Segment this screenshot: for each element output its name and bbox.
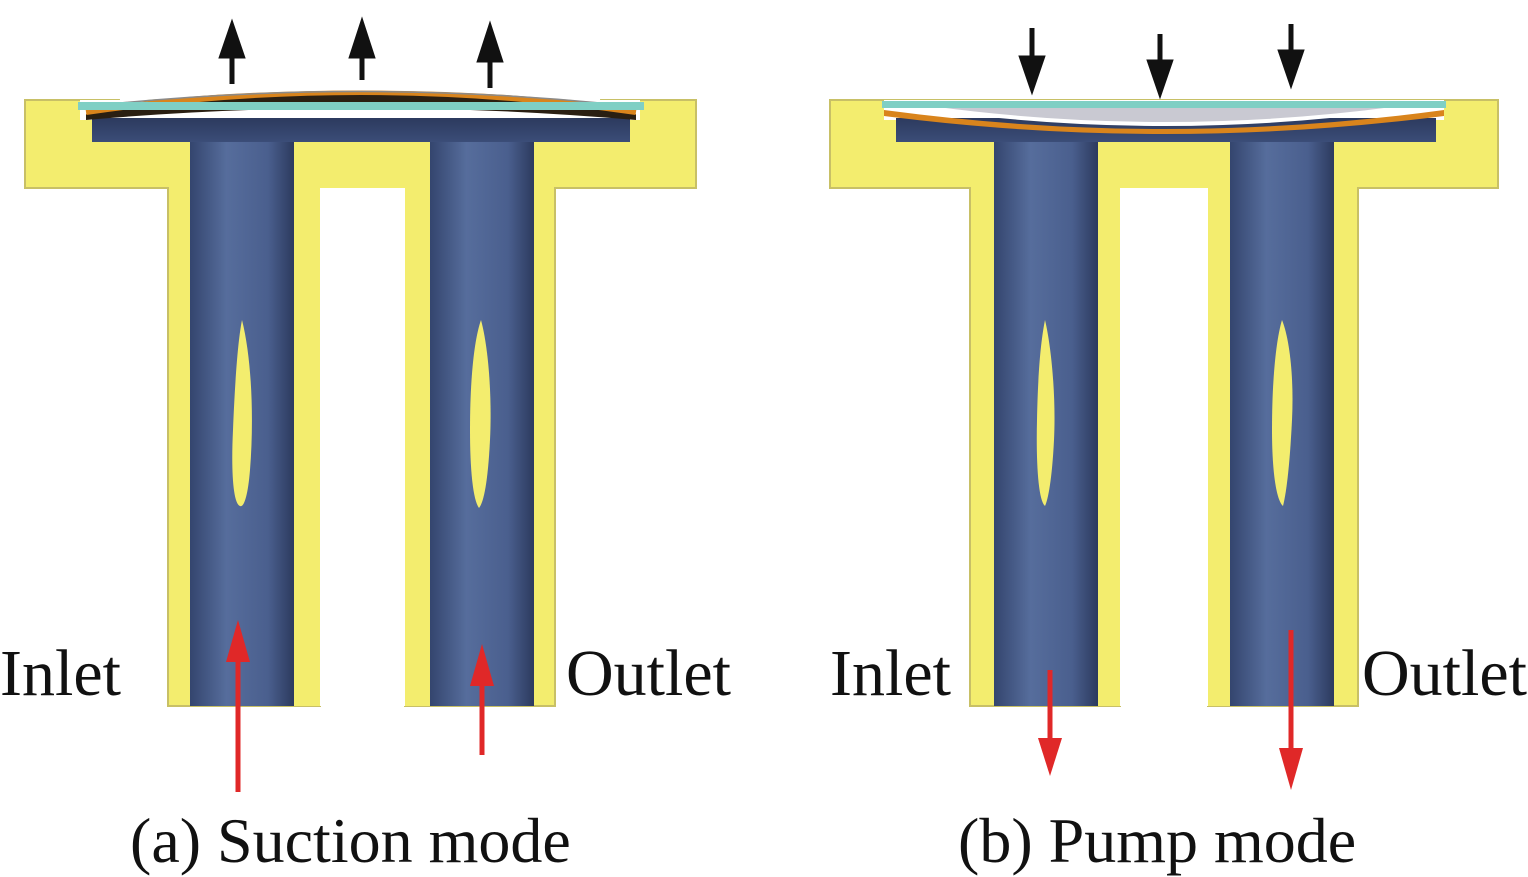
inlet-label: Inlet — [830, 637, 951, 710]
panel-caption: (b) Pump mode — [958, 805, 1356, 876]
flow-arrow-head — [226, 620, 250, 662]
flow-arrows — [1038, 630, 1303, 790]
force-arrow-head — [1018, 55, 1046, 96]
membrane-layer — [119, 85, 601, 103]
membrane-rim — [882, 101, 1446, 108]
flow-arrow-head — [1279, 748, 1303, 790]
diaphragm-piezo — [884, 110, 1444, 134]
membrane-edge — [929, 106, 1401, 126]
outlet-label: Outlet — [566, 637, 731, 710]
outlet-valve — [1272, 320, 1293, 506]
force-arrows — [218, 16, 504, 88]
inlet-label: Inlet — [0, 637, 121, 710]
force-arrow-head — [218, 18, 246, 59]
flow-arrow-head — [1038, 738, 1062, 776]
outlet-valve — [470, 320, 491, 508]
inlet-valve — [232, 320, 252, 507]
inlet-valve — [1036, 320, 1055, 506]
membrane-rim — [78, 102, 644, 110]
panel-caption: (a) Suction mode — [130, 805, 571, 876]
outlet-label: Outlet — [1362, 637, 1527, 710]
flow-arrows — [226, 620, 494, 792]
force-arrow-head — [476, 20, 504, 63]
membrane-edge — [119, 90, 601, 104]
pump-chamber-disc — [92, 118, 630, 142]
housing-gap-inner — [1120, 188, 1208, 706]
flow-arrow-head — [470, 644, 494, 686]
panel-suction: Inlet Outlet (a) Suction mode — [0, 16, 731, 876]
force-arrow-head — [1277, 49, 1305, 90]
housing-gap-inner — [320, 188, 405, 706]
panel-pump: Inlet Outlet (b) Pump mode — [829, 24, 1527, 876]
force-arrows — [1018, 24, 1305, 100]
force-arrow-head — [348, 16, 376, 59]
force-arrow-head — [1146, 59, 1174, 100]
